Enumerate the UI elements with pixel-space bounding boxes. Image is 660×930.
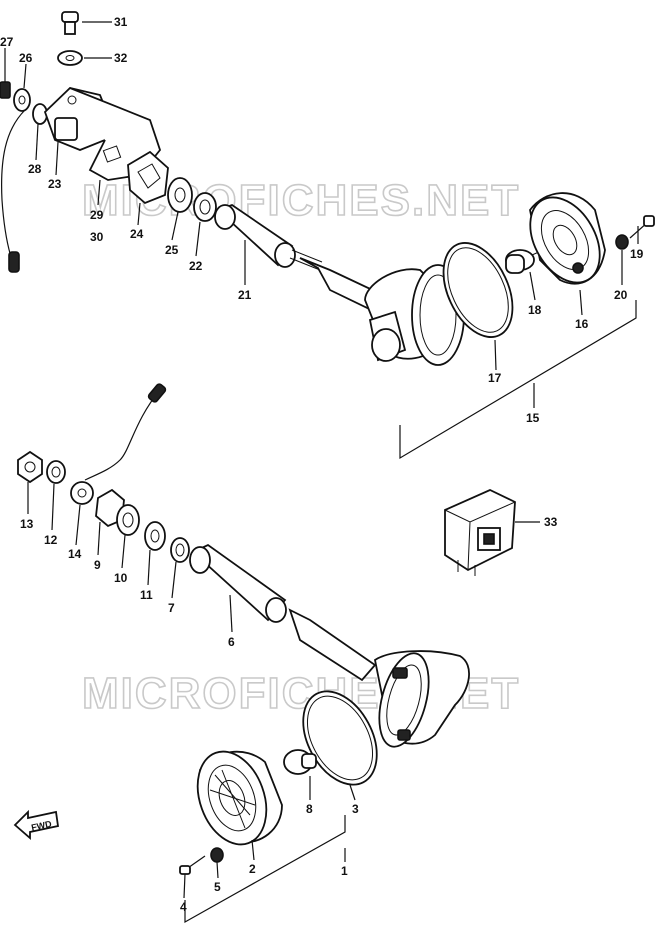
callout-25: 25 bbox=[165, 243, 179, 257]
part-4-screw bbox=[179, 855, 206, 875]
callout-19: 19 bbox=[630, 247, 644, 261]
part-10-grommet bbox=[116, 504, 140, 536]
lower-wire-connector bbox=[147, 383, 167, 403]
part-12-washer bbox=[46, 460, 66, 484]
part-2-lens bbox=[196, 750, 283, 846]
upper-lamp-housing bbox=[364, 264, 465, 366]
callout-10: 10 bbox=[114, 571, 128, 585]
callout-23: 23 bbox=[48, 177, 62, 191]
callout-8: 8 bbox=[306, 802, 313, 816]
part-19-screw bbox=[629, 215, 655, 239]
callout-9: 9 bbox=[94, 558, 101, 572]
callout-24: 24 bbox=[130, 227, 144, 241]
callout-5: 5 bbox=[214, 880, 221, 894]
upper-wire-connector bbox=[8, 251, 20, 273]
callout-3: 3 bbox=[352, 802, 359, 816]
upper-wire bbox=[1, 109, 26, 267]
callout-26: 26 bbox=[19, 51, 33, 65]
callout-17: 17 bbox=[488, 371, 502, 385]
part-7-clip bbox=[170, 537, 190, 563]
callout-22: 22 bbox=[189, 259, 203, 273]
callout-30: 30 bbox=[90, 230, 104, 244]
callout-2: 2 bbox=[249, 862, 256, 876]
callout-14: 14 bbox=[68, 547, 82, 561]
part-11-washer bbox=[144, 521, 166, 551]
part-3-gasket bbox=[302, 690, 378, 786]
callout-20: 20 bbox=[614, 288, 628, 302]
callout-4: 4 bbox=[180, 900, 187, 914]
callout-1: 1 bbox=[341, 864, 348, 878]
callout-11: 11 bbox=[140, 588, 153, 602]
part-16-lens bbox=[529, 192, 606, 285]
part-24-grommet bbox=[127, 150, 169, 205]
lower-turn-signal-assembly bbox=[17, 383, 470, 875]
part-6-stem bbox=[189, 543, 377, 682]
part-25-washer bbox=[167, 177, 193, 213]
part-27-nut bbox=[0, 81, 11, 99]
upper-turn-signal-assembly bbox=[0, 11, 655, 366]
part-14-terminal bbox=[70, 481, 94, 505]
callout-12: 12 bbox=[44, 533, 58, 547]
part-13-nut bbox=[17, 450, 43, 484]
callout-7: 7 bbox=[168, 601, 175, 615]
callout-numbers: 31 32 27 26 28 23 29 30 24 25 22 21 17 1… bbox=[0, 15, 644, 914]
lower-lamp-housing bbox=[373, 650, 470, 748]
part-17-gasket bbox=[442, 242, 514, 338]
callout-31: 31 bbox=[114, 15, 128, 29]
fwd-arrow-icon: FWD bbox=[13, 809, 60, 840]
callout-15: 15 bbox=[526, 411, 540, 425]
callout-13: 13 bbox=[20, 517, 34, 531]
part-33-relay bbox=[444, 489, 516, 576]
callout-33: 33 bbox=[544, 515, 558, 529]
part-8-bulb bbox=[283, 749, 317, 775]
lower-wire bbox=[84, 389, 161, 481]
part-5-washer bbox=[210, 847, 224, 863]
leader-lines bbox=[4, 21, 639, 924]
fwd-label: FWD bbox=[30, 819, 53, 833]
callout-27: 27 bbox=[0, 35, 14, 49]
part-20-washer bbox=[615, 234, 629, 250]
callout-28: 28 bbox=[28, 162, 42, 176]
callout-18: 18 bbox=[528, 303, 542, 317]
part-32-washer bbox=[57, 50, 83, 66]
callout-6: 6 bbox=[228, 635, 235, 649]
part-22-clip bbox=[193, 192, 217, 222]
part-26-washer bbox=[13, 88, 31, 112]
part-31-bolt bbox=[61, 11, 79, 35]
callout-16: 16 bbox=[575, 317, 589, 331]
part-23-bracket bbox=[43, 87, 162, 181]
callout-21: 21 bbox=[238, 288, 252, 302]
callout-32: 32 bbox=[114, 51, 128, 65]
callout-29: 29 bbox=[90, 208, 104, 222]
